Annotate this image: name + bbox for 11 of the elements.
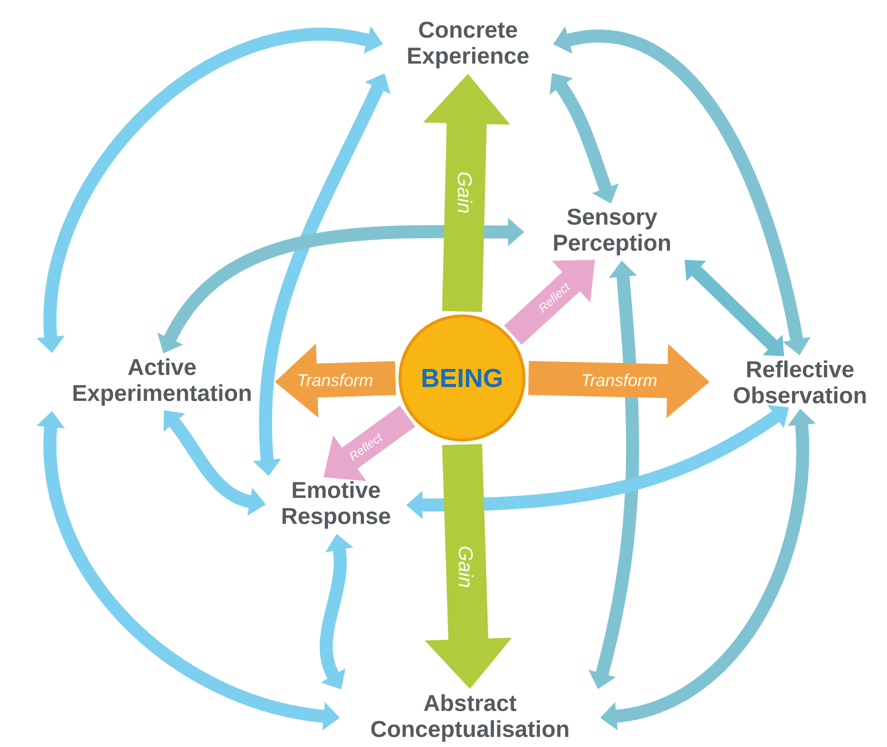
stage-label: Concrete Experience: [408, 22, 529, 68]
stage-label: Active Experimentation: [73, 358, 251, 406]
sphere: BEING: [398, 314, 526, 442]
stage-label: Abstract Conceptualisation: [371, 694, 568, 742]
edge-label: Transform: [296, 373, 374, 387]
edge-label: Transform: [580, 373, 658, 387]
stage-label: Emotive Response: [282, 481, 390, 529]
stage-label: Reflective Observation: [734, 360, 866, 404]
edge-label: Gain: [457, 170, 473, 214]
stage-label: Sensory Perception: [554, 208, 670, 256]
edge-label: Gain: [458, 545, 474, 588]
